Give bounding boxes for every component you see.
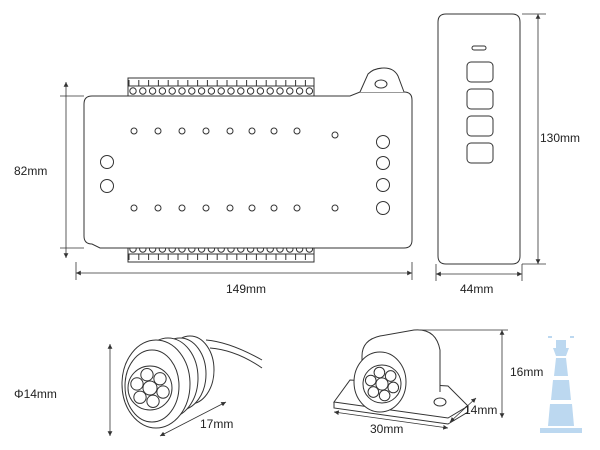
indicator-hole	[270, 127, 278, 135]
controller-top-terminal-strip	[127, 77, 315, 97]
controller-width-label: 149mm	[226, 282, 266, 296]
indicator-hole	[248, 127, 256, 135]
indicator-hole	[154, 204, 162, 212]
remote-button-2	[466, 88, 494, 110]
mount-width-dimension	[333, 410, 449, 430]
indicator-hole	[293, 204, 301, 212]
round-sensor-lens	[127, 365, 173, 411]
indicator-hole	[178, 127, 186, 135]
indicator-hole	[130, 127, 138, 135]
mount-sensor-lens	[362, 364, 402, 404]
lighthouse-icon	[540, 336, 582, 433]
terminal-pin	[305, 87, 314, 95]
controller-module	[83, 67, 413, 263]
lens-facet	[146, 394, 160, 408]
lens-facet	[130, 377, 144, 391]
lens-facet	[378, 389, 391, 402]
remote-led	[471, 45, 487, 51]
terminal-pin	[295, 87, 304, 95]
controller-height-dimension	[60, 82, 84, 258]
terminal-pin	[227, 87, 235, 95]
mount-sensor-lens-facets	[364, 366, 400, 402]
mount-screw-hole	[433, 397, 447, 407]
round-sensor-depth-dimension	[159, 401, 227, 437]
terminal-pin	[168, 87, 176, 95]
controller-height-label: 82mm	[14, 164, 47, 178]
mount-height-dimension	[420, 329, 508, 418]
lens-facet	[140, 368, 154, 382]
lens-facet	[156, 385, 170, 399]
mount-width-label: 30mm	[370, 422, 403, 436]
remote-width-label: 44mm	[460, 282, 493, 296]
remote-button-3	[466, 115, 494, 137]
lens-facet	[387, 381, 400, 394]
remote-button-1	[466, 61, 494, 83]
indicator-hole	[331, 204, 339, 212]
terminal-pin	[256, 87, 265, 95]
lens-facet	[133, 390, 147, 404]
remote-control	[437, 13, 521, 265]
terminal-pin	[178, 87, 186, 95]
terminal-pin	[129, 87, 137, 95]
remote-body	[437, 13, 521, 265]
terminal-pin	[148, 87, 157, 95]
round-sensor-depth-label: 17mm	[200, 417, 233, 431]
indicator-hole	[202, 127, 210, 135]
terminal-pin	[276, 87, 284, 95]
controller-body	[83, 91, 413, 249]
mount-depth-dimension	[449, 397, 477, 423]
lens-facet	[367, 386, 380, 398]
terminal-pin	[197, 87, 206, 95]
indicator-hole	[331, 131, 339, 139]
round-sensor-lens-facets	[130, 368, 170, 408]
round-sensor-diameter-label: Φ14mm	[14, 387, 57, 401]
lens-facet	[142, 380, 158, 396]
remote-height-dimension	[522, 13, 546, 265]
lens-facet	[373, 366, 386, 379]
terminal-pin	[286, 87, 294, 95]
lens-facet	[153, 372, 167, 386]
round-pir-sensor	[121, 335, 263, 429]
remote-height-label: 130mm	[540, 131, 580, 145]
remote-width-dimension	[435, 264, 523, 281]
remote-button-4	[466, 142, 494, 164]
indicator-hole	[270, 204, 278, 212]
indicator-hole	[293, 127, 301, 135]
indicator-hole	[226, 127, 234, 135]
mount-height-label: 16mm	[510, 365, 543, 379]
lens-facet	[375, 377, 389, 391]
terminal-pin	[266, 87, 274, 95]
terminal-pin	[139, 87, 147, 95]
terminal-pin	[217, 87, 225, 95]
indicator-hole	[202, 204, 210, 212]
indicator-hole	[130, 204, 138, 212]
terminal-pin	[207, 87, 216, 95]
terminal-pin	[246, 87, 255, 95]
controller-indicator-holes	[130, 127, 339, 212]
terminal-pin	[158, 87, 167, 95]
lens-facet	[364, 374, 377, 387]
indicator-hole	[154, 127, 162, 135]
mount-depth-label: 14mm	[464, 403, 497, 417]
lens-facet	[384, 370, 397, 382]
indicator-hole	[178, 204, 186, 212]
indicator-hole	[226, 204, 234, 212]
indicator-hole	[248, 204, 256, 212]
controller-mounting-ear	[359, 67, 405, 93]
controller-width-dimension	[75, 262, 413, 280]
terminal-pin	[237, 87, 245, 95]
terminal-pin	[188, 87, 196, 95]
mounted-pir-sensor	[333, 329, 469, 425]
